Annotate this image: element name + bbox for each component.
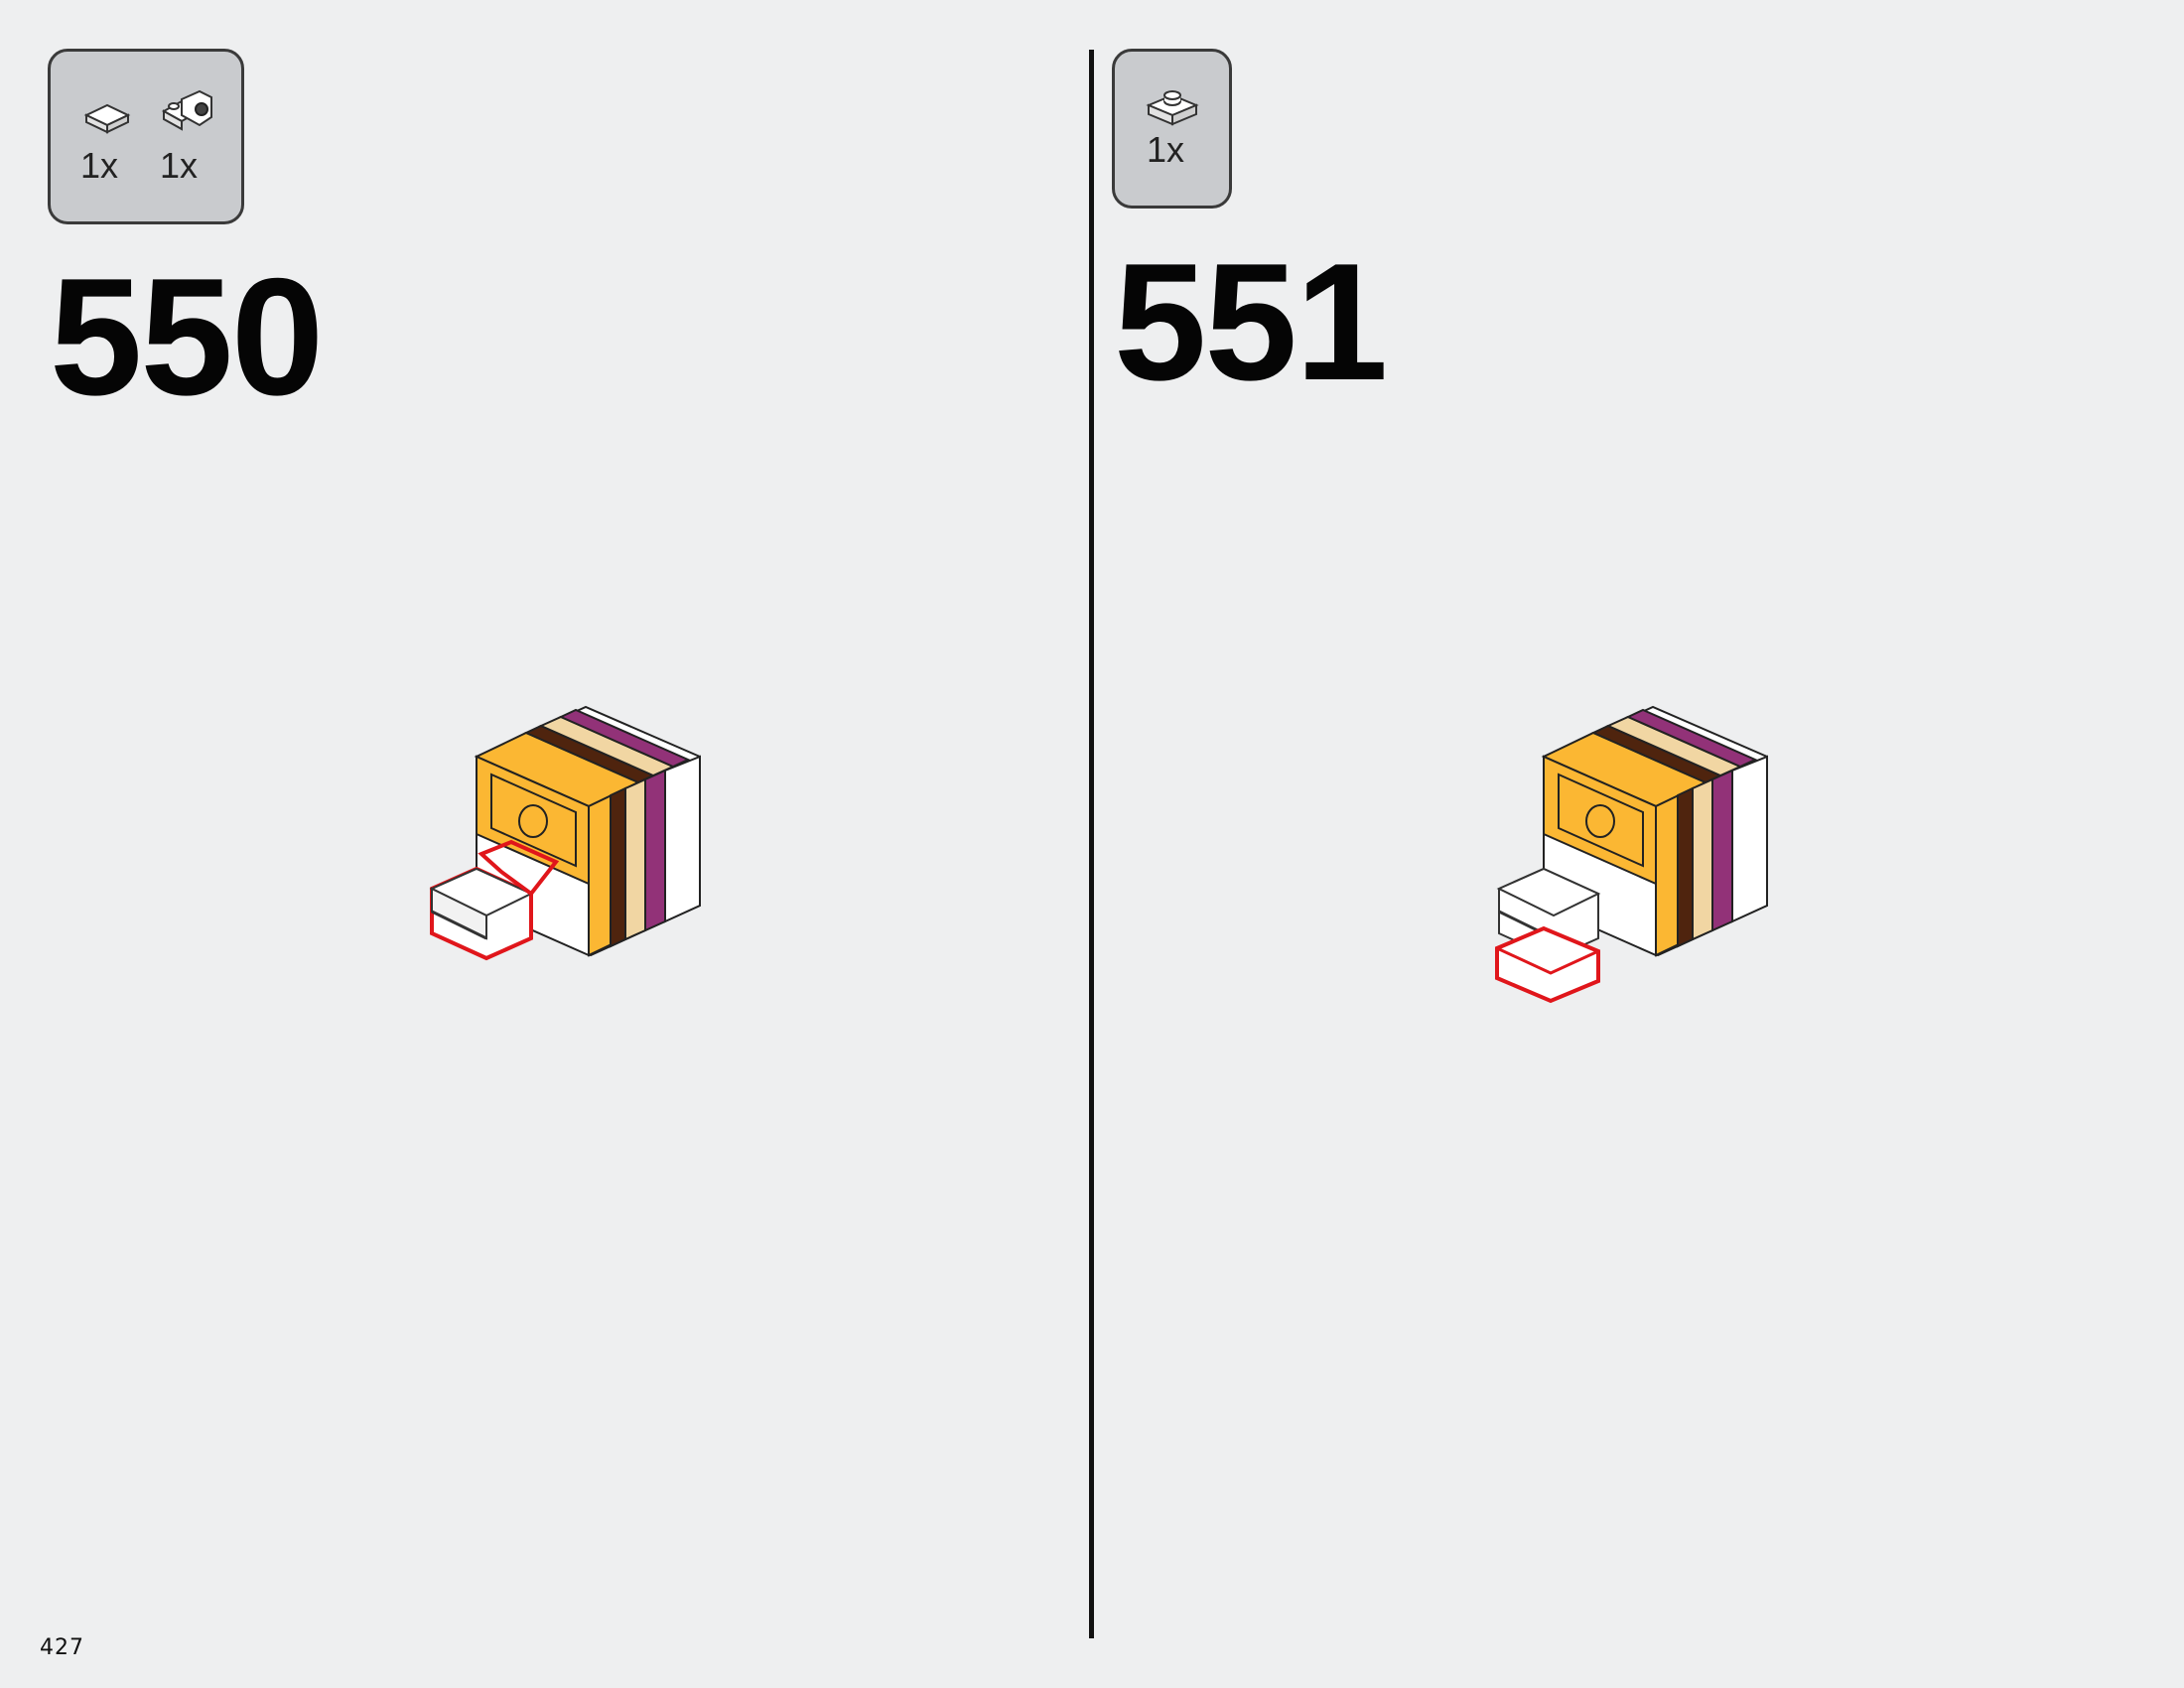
parts-callout-551: 1x [1112, 49, 1232, 209]
tile-1x1-icon [82, 101, 132, 137]
part-quantity: 1x [80, 145, 119, 186]
step-number: 551 [1114, 228, 1388, 415]
page-number: 427 [40, 1635, 84, 1660]
step-divider [1089, 50, 1094, 1638]
step-number: 550 [50, 243, 324, 430]
build-model-550 [422, 695, 720, 998]
plate-1x1-icon [1145, 87, 1200, 127]
part-quantity: 1x [1147, 129, 1185, 170]
parts-callout-550: 1x 1x [48, 49, 244, 224]
bracket-plate-icon [160, 89, 215, 137]
build-model-551 [1489, 695, 1787, 1018]
part-quantity: 1x [160, 145, 199, 186]
